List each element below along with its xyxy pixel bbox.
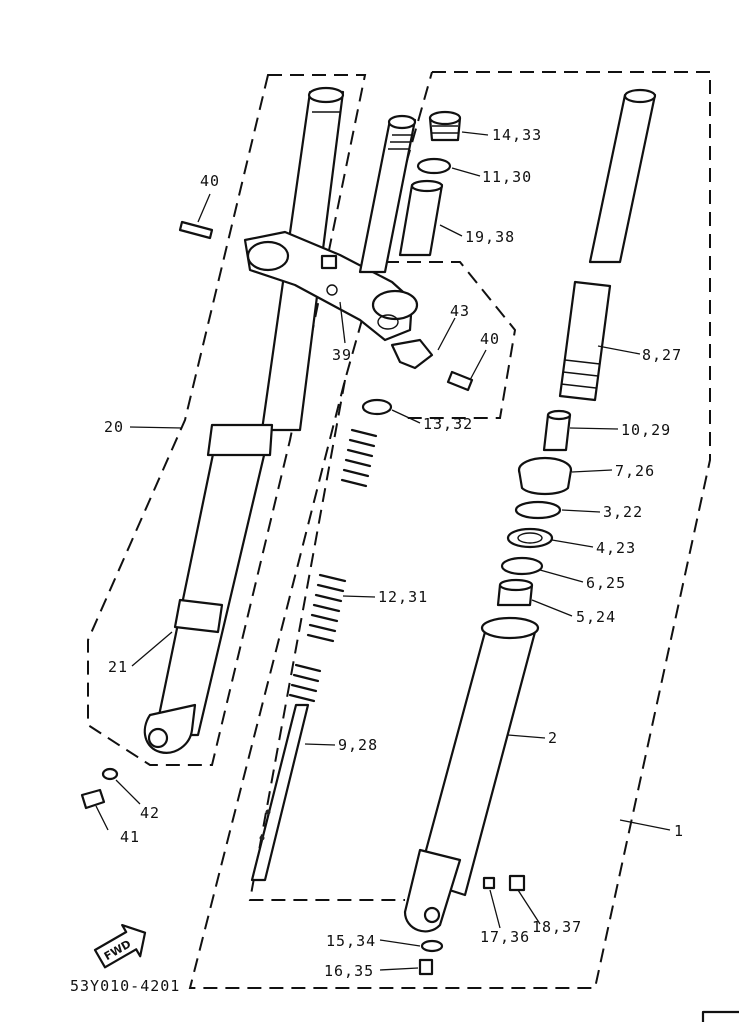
callout-20: 20 [104,418,124,436]
fwd-arrow-badge: FWD [93,923,147,969]
callout-5-24: 5,24 [576,608,616,626]
callout-21: 21 [108,658,128,676]
left-outer-slider [153,428,272,737]
callout-40-right: 40 [480,330,500,348]
bolt-41 [80,788,106,810]
seal-4-23 [506,527,554,549]
inner-tube-8-27 [588,93,657,264]
left-inner-tube-cap [307,86,345,104]
o-ring-11-30 [416,157,452,175]
washer-42 [101,767,119,781]
main-spring-12-31 [306,573,347,643]
callout-41: 41 [120,828,140,846]
spacer-19-38 [398,183,444,257]
callout-16-35: 16,35 [324,962,374,980]
callout-39: 39 [332,346,352,364]
bracket-43 [390,338,434,370]
bolt-40-left [178,220,214,240]
rebound-spring [288,663,322,703]
callout-8-27: 8,27 [642,346,682,364]
callout-42: 42 [140,804,160,822]
callout-6-25: 6,25 [586,574,626,592]
drain-bolt-18-37 [508,874,526,892]
leader-lines [95,131,671,971]
callout-43: 43 [450,302,470,320]
damper-rod-9-28 [250,703,310,882]
callout-12-31: 12,31 [378,588,428,606]
upper-spring [340,428,378,488]
right-fork-assembly [398,88,657,976]
callout-13-32: 13,32 [423,415,473,433]
callout-17-36: 17,36 [480,928,530,946]
washer-6-25 [500,556,544,576]
callout-3-22: 3,22 [603,503,643,521]
callout-15-34: 15,34 [326,932,376,950]
callout-11-30: 11,30 [482,168,532,186]
callout-19-38: 19,38 [465,228,515,246]
assembly-boundary-left [87,74,367,766]
callout-4-23: 4,23 [596,539,636,557]
callout-10-29-text: 10,29 [621,421,671,439]
gasket-17-36 [482,876,496,890]
bushing-10-29 [542,413,572,452]
clip-3-22 [514,500,562,520]
assembly-boundary-inner [385,261,517,419]
corner-mark [701,1010,739,1022]
spring-seat-13-32 [361,398,393,416]
callout-7-26: 7,26 [615,462,655,480]
callout-9-28: 9,28 [338,736,378,754]
callout-2: 2 [548,729,558,747]
assembly-boundary-right [188,71,711,989]
left-fork-assembly [143,86,419,754]
callout-40-left: 40 [200,172,220,190]
damper-spring-assembly [250,398,393,882]
callout-18-37: 18,37 [532,918,582,936]
callout-14-33: 14,33 [492,126,542,144]
bolt-40-right [446,370,474,392]
drawing-code: 53Y010-4201 [70,977,180,995]
washer-15-34 [420,939,444,953]
assembly-boundary-spring [248,379,405,901]
bolt-16-35 [418,958,434,976]
callout-labels: 14,33 11,30 19,38 8,27 10,29 10,29 7,26 … [104,126,684,980]
callout-1: 1 [674,822,684,840]
